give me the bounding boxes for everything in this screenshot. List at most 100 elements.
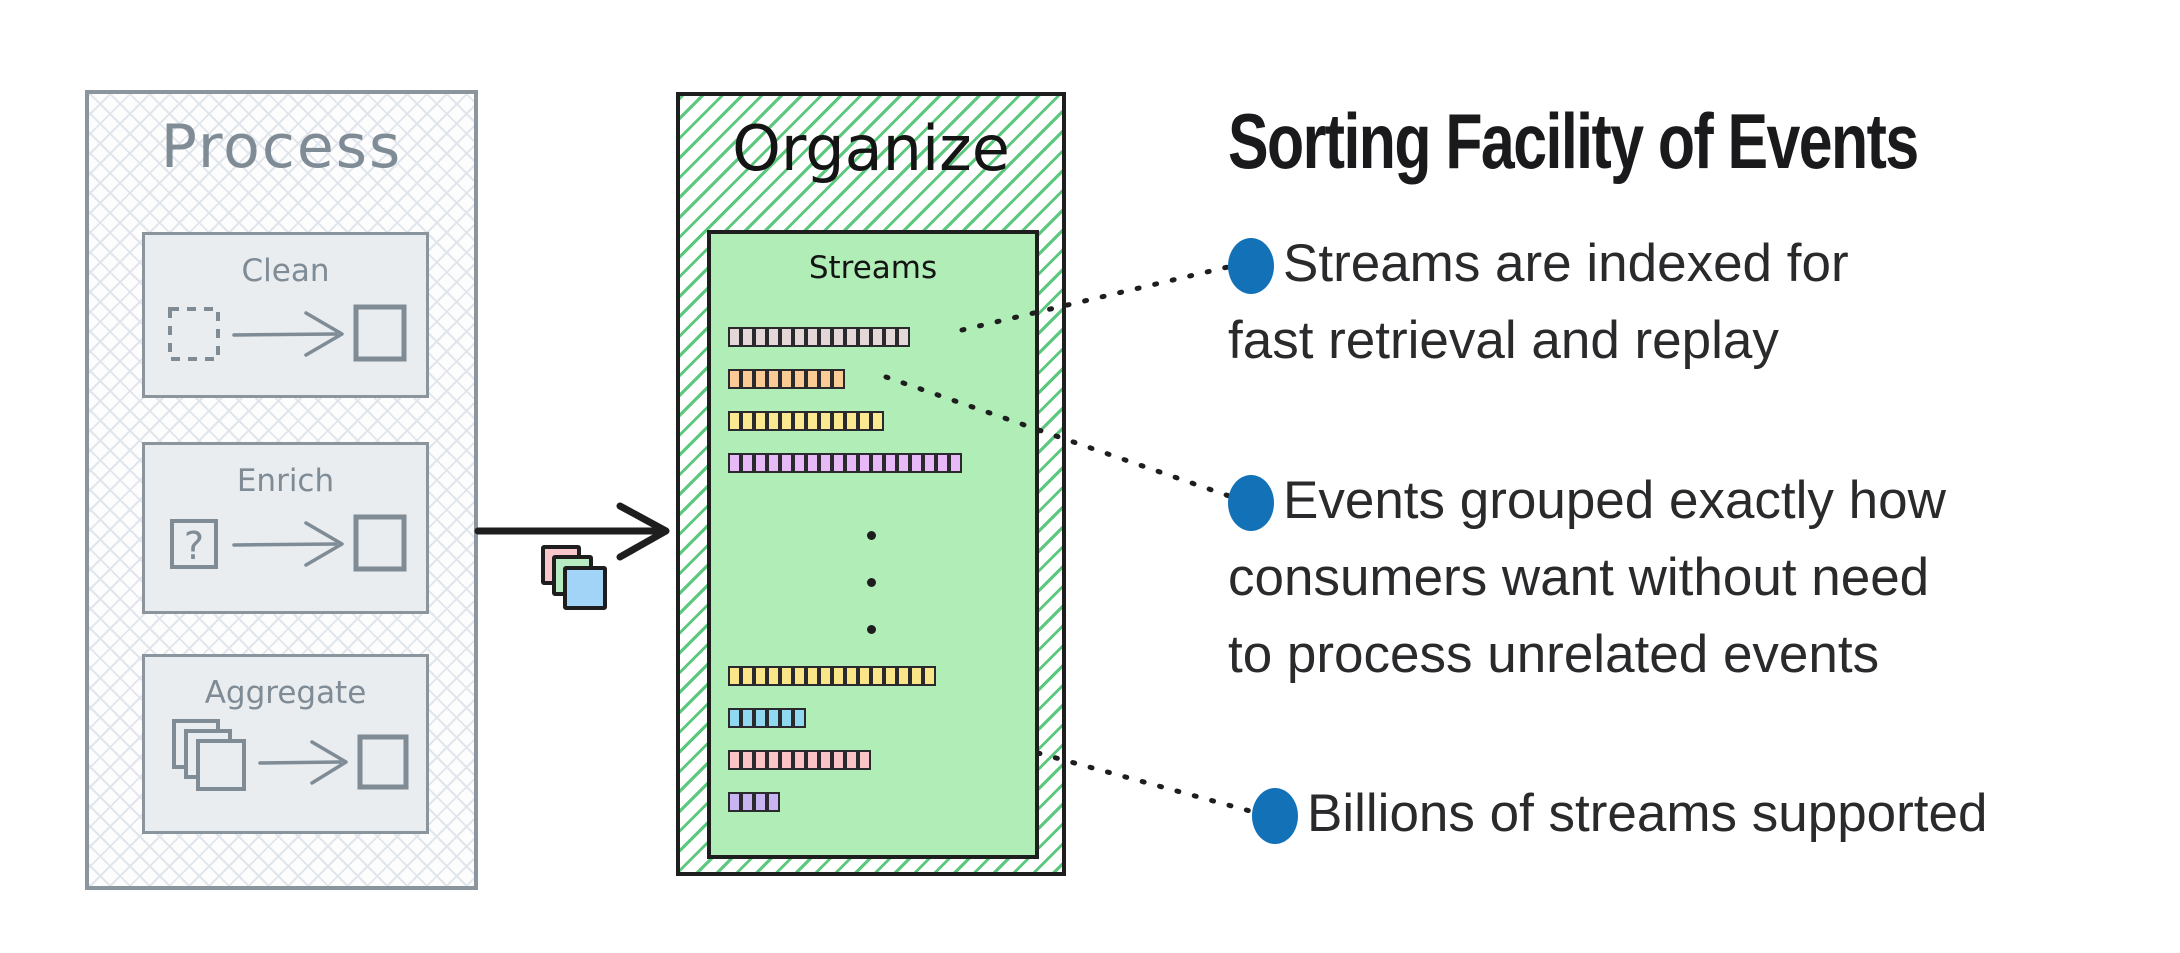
event-segment <box>910 666 923 686</box>
event-segment <box>767 750 780 770</box>
event-segment <box>780 369 793 389</box>
event-segment <box>780 666 793 686</box>
step-clean-label: Clean <box>241 253 330 289</box>
event-segment <box>832 411 845 431</box>
step-enrich-label: Enrich <box>236 463 335 499</box>
event-segment <box>884 453 897 473</box>
annotation-streams-indexed: Streams are indexed for fast retrieval a… <box>1228 225 1849 379</box>
event-segment <box>780 327 793 347</box>
event-segment <box>819 369 832 389</box>
question-mark-glyph: ? <box>183 524 203 568</box>
event-segment <box>832 750 845 770</box>
event-segment <box>793 411 806 431</box>
event-segment <box>858 327 871 347</box>
event-segment <box>767 792 780 812</box>
event-segment <box>767 411 780 431</box>
event-segment <box>923 666 936 686</box>
event-segment <box>871 666 884 686</box>
event-segment <box>871 327 884 347</box>
stream-bar <box>728 453 962 473</box>
event-segment <box>741 792 754 812</box>
event-segment <box>832 666 845 686</box>
ellipsis-dots <box>867 531 876 672</box>
ellipsis-dot <box>867 625 876 634</box>
streams-box: Streams <box>707 230 1039 859</box>
event-segment <box>897 453 910 473</box>
stream-bar <box>728 369 962 389</box>
event-segment <box>806 666 819 686</box>
event-segment <box>884 327 897 347</box>
event-segment <box>728 708 741 728</box>
organize-panel: Organize Streams <box>676 92 1066 876</box>
question-box-icon <box>169 519 218 569</box>
arrow-icon <box>231 542 338 547</box>
event-segment <box>741 666 754 686</box>
event-segment <box>819 327 832 347</box>
stream-bar <box>728 750 936 770</box>
bullet-dot-icon <box>1228 238 1274 294</box>
event-segment <box>780 750 793 770</box>
stream-bars-bottom-group <box>728 666 936 834</box>
event-segment <box>767 708 780 728</box>
event-card-blue <box>563 566 607 610</box>
event-segment <box>832 453 845 473</box>
event-segment <box>728 327 741 347</box>
event-segment <box>767 369 780 389</box>
event-segment <box>780 411 793 431</box>
event-segment <box>845 750 858 770</box>
event-segment <box>741 453 754 473</box>
event-segment <box>728 750 741 770</box>
process-panel: Process Clean Enrich ? <box>85 90 478 890</box>
event-segment <box>806 411 819 431</box>
annotation-text: Billions of streams supported <box>1307 784 1988 843</box>
organize-panel-title: Organize <box>732 112 1010 185</box>
event-segment <box>767 453 780 473</box>
ellipsis-dot <box>867 531 876 540</box>
arrow-icon <box>231 332 338 337</box>
event-segment <box>858 411 871 431</box>
stacked-boxes-arrow-box-icon <box>171 719 408 791</box>
arrow-head-icon <box>303 311 344 357</box>
event-segment <box>767 666 780 686</box>
event-segment <box>780 453 793 473</box>
event-segment <box>728 666 741 686</box>
stream-bar <box>728 708 936 728</box>
annotation-events-grouped: Events grouped exactly how consumers wan… <box>1228 462 1946 693</box>
annotation-line: Billions of streams supported <box>1252 775 1988 852</box>
event-segment <box>767 327 780 347</box>
event-segment <box>741 327 754 347</box>
annotation-line: Streams are indexed for <box>1228 225 1849 302</box>
event-segment <box>754 411 767 431</box>
process-to-organize-arrow-head <box>616 502 670 561</box>
dashed-box-arrow-box-icon <box>167 304 406 362</box>
event-segment <box>819 453 832 473</box>
event-segment <box>793 453 806 473</box>
step-clean: Clean <box>142 232 429 398</box>
step-aggregate-label: Aggregate <box>204 675 367 711</box>
event-segment <box>871 411 884 431</box>
event-segment <box>845 453 858 473</box>
stream-bar <box>728 666 936 686</box>
event-segment <box>806 369 819 389</box>
annotations-title: Sorting Facility of Events <box>1228 97 1919 185</box>
event-segment <box>845 411 858 431</box>
event-segment <box>780 708 793 728</box>
event-segment <box>819 750 832 770</box>
event-segment <box>884 666 897 686</box>
annotation-line: fast retrieval and replay <box>1228 302 1849 379</box>
event-segment <box>793 369 806 389</box>
annotation-line: consumers want without need <box>1228 539 1946 616</box>
event-segment <box>949 453 962 473</box>
event-segment <box>806 327 819 347</box>
event-segment <box>832 369 845 389</box>
event-segment <box>936 453 949 473</box>
arrow-icon <box>257 760 342 765</box>
event-segment <box>845 327 858 347</box>
arrow-head-icon <box>309 740 348 785</box>
event-segment <box>754 708 767 728</box>
event-segment <box>897 666 910 686</box>
event-segment <box>923 453 936 473</box>
annotation-text: Events grouped exactly how <box>1283 471 1946 530</box>
event-segment <box>806 453 819 473</box>
event-segment <box>910 453 923 473</box>
